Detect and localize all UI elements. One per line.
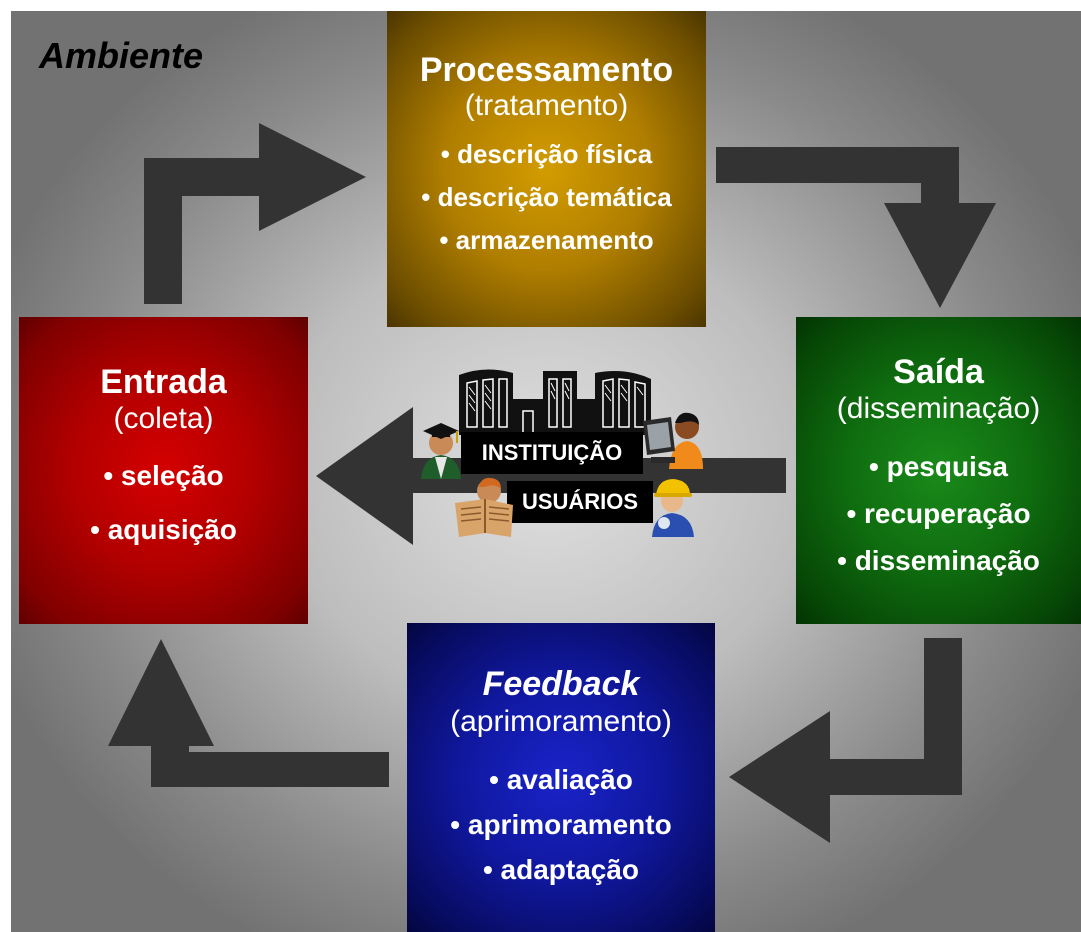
entrada-item: • seleção	[103, 460, 224, 491]
feedback-item: • aprimoramento	[450, 809, 672, 840]
worker-user-icon	[652, 479, 694, 537]
processamento-item: • descrição física	[440, 139, 653, 169]
arrow-entrada-to-processamento	[144, 123, 366, 304]
saida-box: Saída (disseminação) • pesquisa • recupe…	[796, 317, 1081, 624]
graduate-user-icon	[421, 423, 461, 479]
diagram-canvas: Ambiente Processamento (tratamento) • de…	[11, 11, 1081, 932]
saida-list: • pesquisa • recuperação • disseminação	[796, 443, 1081, 584]
flow-arrows	[108, 123, 996, 843]
entrada-title: Entrada	[100, 363, 227, 401]
arrow-feedback-to-entrada	[108, 639, 389, 787]
building-icon	[459, 369, 651, 436]
saida-title: Saída	[893, 353, 984, 391]
feedback-box: Feedback (aprimoramento) • avaliação • a…	[407, 623, 715, 932]
environment-label: Ambiente	[39, 35, 204, 76]
processamento-list: • descrição física • descrição temática …	[387, 133, 706, 262]
feedback-title: Feedback	[482, 665, 640, 703]
institution-banner: INSTITUIÇÃO	[461, 432, 643, 474]
entrada-item: • aquisição	[90, 514, 237, 545]
processamento-item: • armazenamento	[439, 225, 654, 255]
processamento-box: Processamento (tratamento) • descrição f…	[387, 11, 706, 327]
processamento-item: • descrição temática	[421, 182, 672, 212]
feedback-item: • avaliação	[489, 764, 633, 795]
arrow-saida-to-entrada	[316, 407, 786, 545]
saida-item: • disseminação	[837, 545, 1040, 576]
reader-user-icon	[455, 477, 513, 537]
arrow-processamento-to-saida	[716, 147, 996, 308]
saida-item: • pesquisa	[869, 451, 1008, 482]
feedback-list: • avaliação • aprimoramento • adaptação	[407, 757, 715, 892]
entrada-list: • seleção • aquisição	[19, 449, 308, 557]
entrada-box: Entrada (coleta) • seleção • aquisição	[19, 317, 308, 624]
entrada-subtitle: (coleta)	[113, 402, 214, 435]
computer-user-icon	[643, 412, 703, 469]
saida-subtitle: (disseminação)	[836, 392, 1041, 425]
processamento-title: Processamento	[419, 51, 674, 89]
feedback-item: • adaptação	[482, 854, 640, 885]
arrow-saida-to-feedback	[729, 638, 962, 843]
saida-item: • recuperação	[846, 498, 1031, 529]
processamento-subtitle: (tratamento)	[464, 89, 629, 122]
users-banner: USUÁRIOS	[507, 481, 653, 523]
feedback-subtitle: (aprimoramento)	[450, 705, 672, 738]
